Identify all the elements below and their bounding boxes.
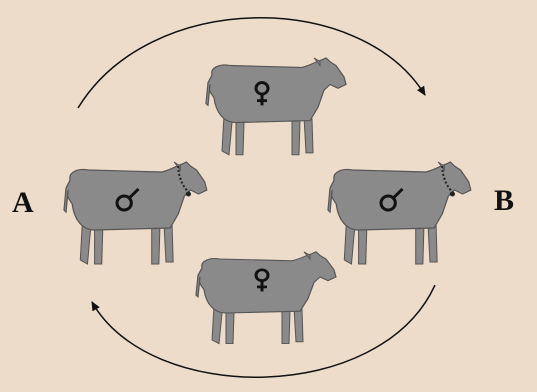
cow-top [206,58,346,155]
cow-bottom [196,252,336,344]
label-a: A [12,188,34,218]
cow-left [64,162,207,264]
cow-right [328,162,471,264]
label-b: B [494,186,514,216]
